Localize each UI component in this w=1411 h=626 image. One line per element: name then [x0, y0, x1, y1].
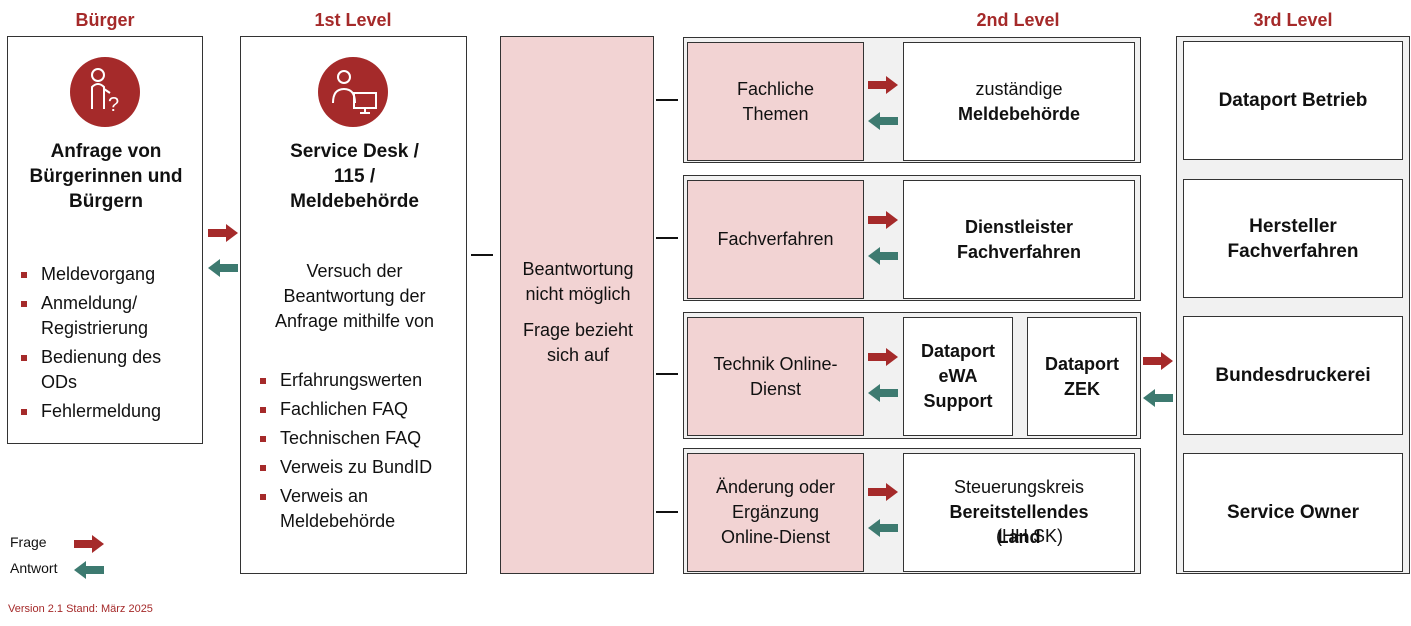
level2-target-2: Dienstleister Fachverfahren [903, 180, 1135, 299]
list-item: Fachlichen FAQ [247, 397, 459, 422]
antwort-arrow-icon [868, 247, 898, 270]
level2-category-1: Fachliche Themen [687, 42, 864, 161]
level2-target-3b: Dataport ZEK [1027, 317, 1137, 436]
legend-antwort-label: Antwort [10, 560, 58, 576]
level3-container: Dataport Betrieb Hersteller Fachverfahre… [1176, 36, 1410, 574]
list-item: Fehlermeldung [8, 399, 198, 424]
antwort-arrow-icon [868, 112, 898, 135]
level2-category-4: Änderung oder Ergänzung Online-Dienst [687, 453, 864, 572]
antwort-arrow-icon [208, 259, 238, 282]
svg-text:?: ? [108, 94, 119, 116]
antwort-arrow-icon [868, 519, 898, 542]
header-buerger: Bürger [75, 10, 135, 30]
list-item: Meldevorgang [8, 262, 198, 287]
connector-line [656, 373, 678, 375]
legend-antwort-arrow-icon [74, 561, 104, 584]
level1-intro: Versuch der Beantwortung der Anfrage mit… [274, 261, 435, 331]
level1-box: Service Desk / 115 / Meldebehörde Versuc… [240, 36, 467, 574]
legend-frage-arrow-icon [74, 535, 104, 558]
level2-category-3: Technik Online-Dienst [687, 317, 864, 436]
list-item: Anmeldung/ Registrierung [8, 291, 198, 341]
list-item: Technischen FAQ [247, 426, 459, 451]
list-item: Verweis an Meldebehörde [247, 484, 459, 534]
header-level2: 2nd Level [976, 10, 1060, 30]
connector-line [656, 237, 678, 239]
middle-line1: Beantwortung nicht möglich [522, 259, 634, 304]
person-computer-icon [318, 57, 388, 127]
connector-line [656, 511, 678, 513]
level3-item-1: Dataport Betrieb [1183, 41, 1403, 160]
level2-row-1: Fachliche Themen zuständige Meldebehörde [683, 37, 1141, 163]
buerger-list: Meldevorgang Anmeldung/ Registrierung Be… [8, 262, 198, 428]
person-question-icon: ? [70, 57, 140, 127]
level2-category-2: Fachverfahren [687, 180, 864, 299]
frage-arrow-icon [1143, 352, 1173, 375]
connector-line [656, 99, 678, 101]
level2-target-4: Steuerungskreis Bereitstellendes Land [903, 453, 1135, 572]
level2-target-1: zuständige Meldebehörde [903, 42, 1135, 161]
level1-list: Erfahrungswerten Fachlichen FAQ Technisc… [247, 368, 459, 538]
connector-line [471, 254, 493, 256]
header-level1: 1st Level [314, 10, 392, 30]
buerger-box: ? Anfrage von Bürgerinnen und Bürgern Me… [7, 36, 203, 444]
frage-arrow-icon [868, 348, 898, 371]
list-item: Verweis zu BundID [247, 455, 459, 480]
antwort-arrow-icon [868, 384, 898, 407]
middle-line2: Frage bezieht sich auf [522, 320, 634, 365]
buerger-title: Anfrage von Bürgerinnen und Bürgern [29, 141, 183, 212]
frage-arrow-icon [868, 76, 898, 99]
frage-arrow-icon [868, 483, 898, 506]
level3-item-2: Hersteller Fachverfahren [1183, 179, 1403, 298]
level2-row-2: Fachverfahren Dienstleister Fachverfahre… [683, 175, 1141, 301]
list-item: Erfahrungswerten [247, 368, 459, 393]
level2-target-4-suffix: (HH SK) [996, 526, 1063, 546]
legend-frage-label: Frage [10, 534, 47, 550]
antwort-arrow-icon [1143, 389, 1173, 412]
middle-box: Beantwortung nicht möglich Frage bezieht… [500, 36, 654, 574]
level2-target-3a: Dataport eWA Support [903, 317, 1013, 436]
header-level3: 3rd Level [1253, 10, 1333, 30]
level1-title: Service Desk / 115 / Meldebehörde [290, 141, 419, 212]
version-footer: Version 2.1 Stand: März 2025 [8, 603, 153, 615]
list-item: Bedienung des ODs [8, 345, 198, 395]
frage-arrow-icon [208, 224, 238, 247]
level2-row-4: Änderung oder Ergänzung Online-Dienst St… [683, 448, 1141, 574]
level2-row-3: Technik Online-Dienst Dataport eWA Suppo… [683, 312, 1141, 439]
frage-arrow-icon [868, 211, 898, 234]
level3-item-4: Service Owner [1183, 453, 1403, 572]
level3-item-3: Bundesdruckerei [1183, 316, 1403, 435]
